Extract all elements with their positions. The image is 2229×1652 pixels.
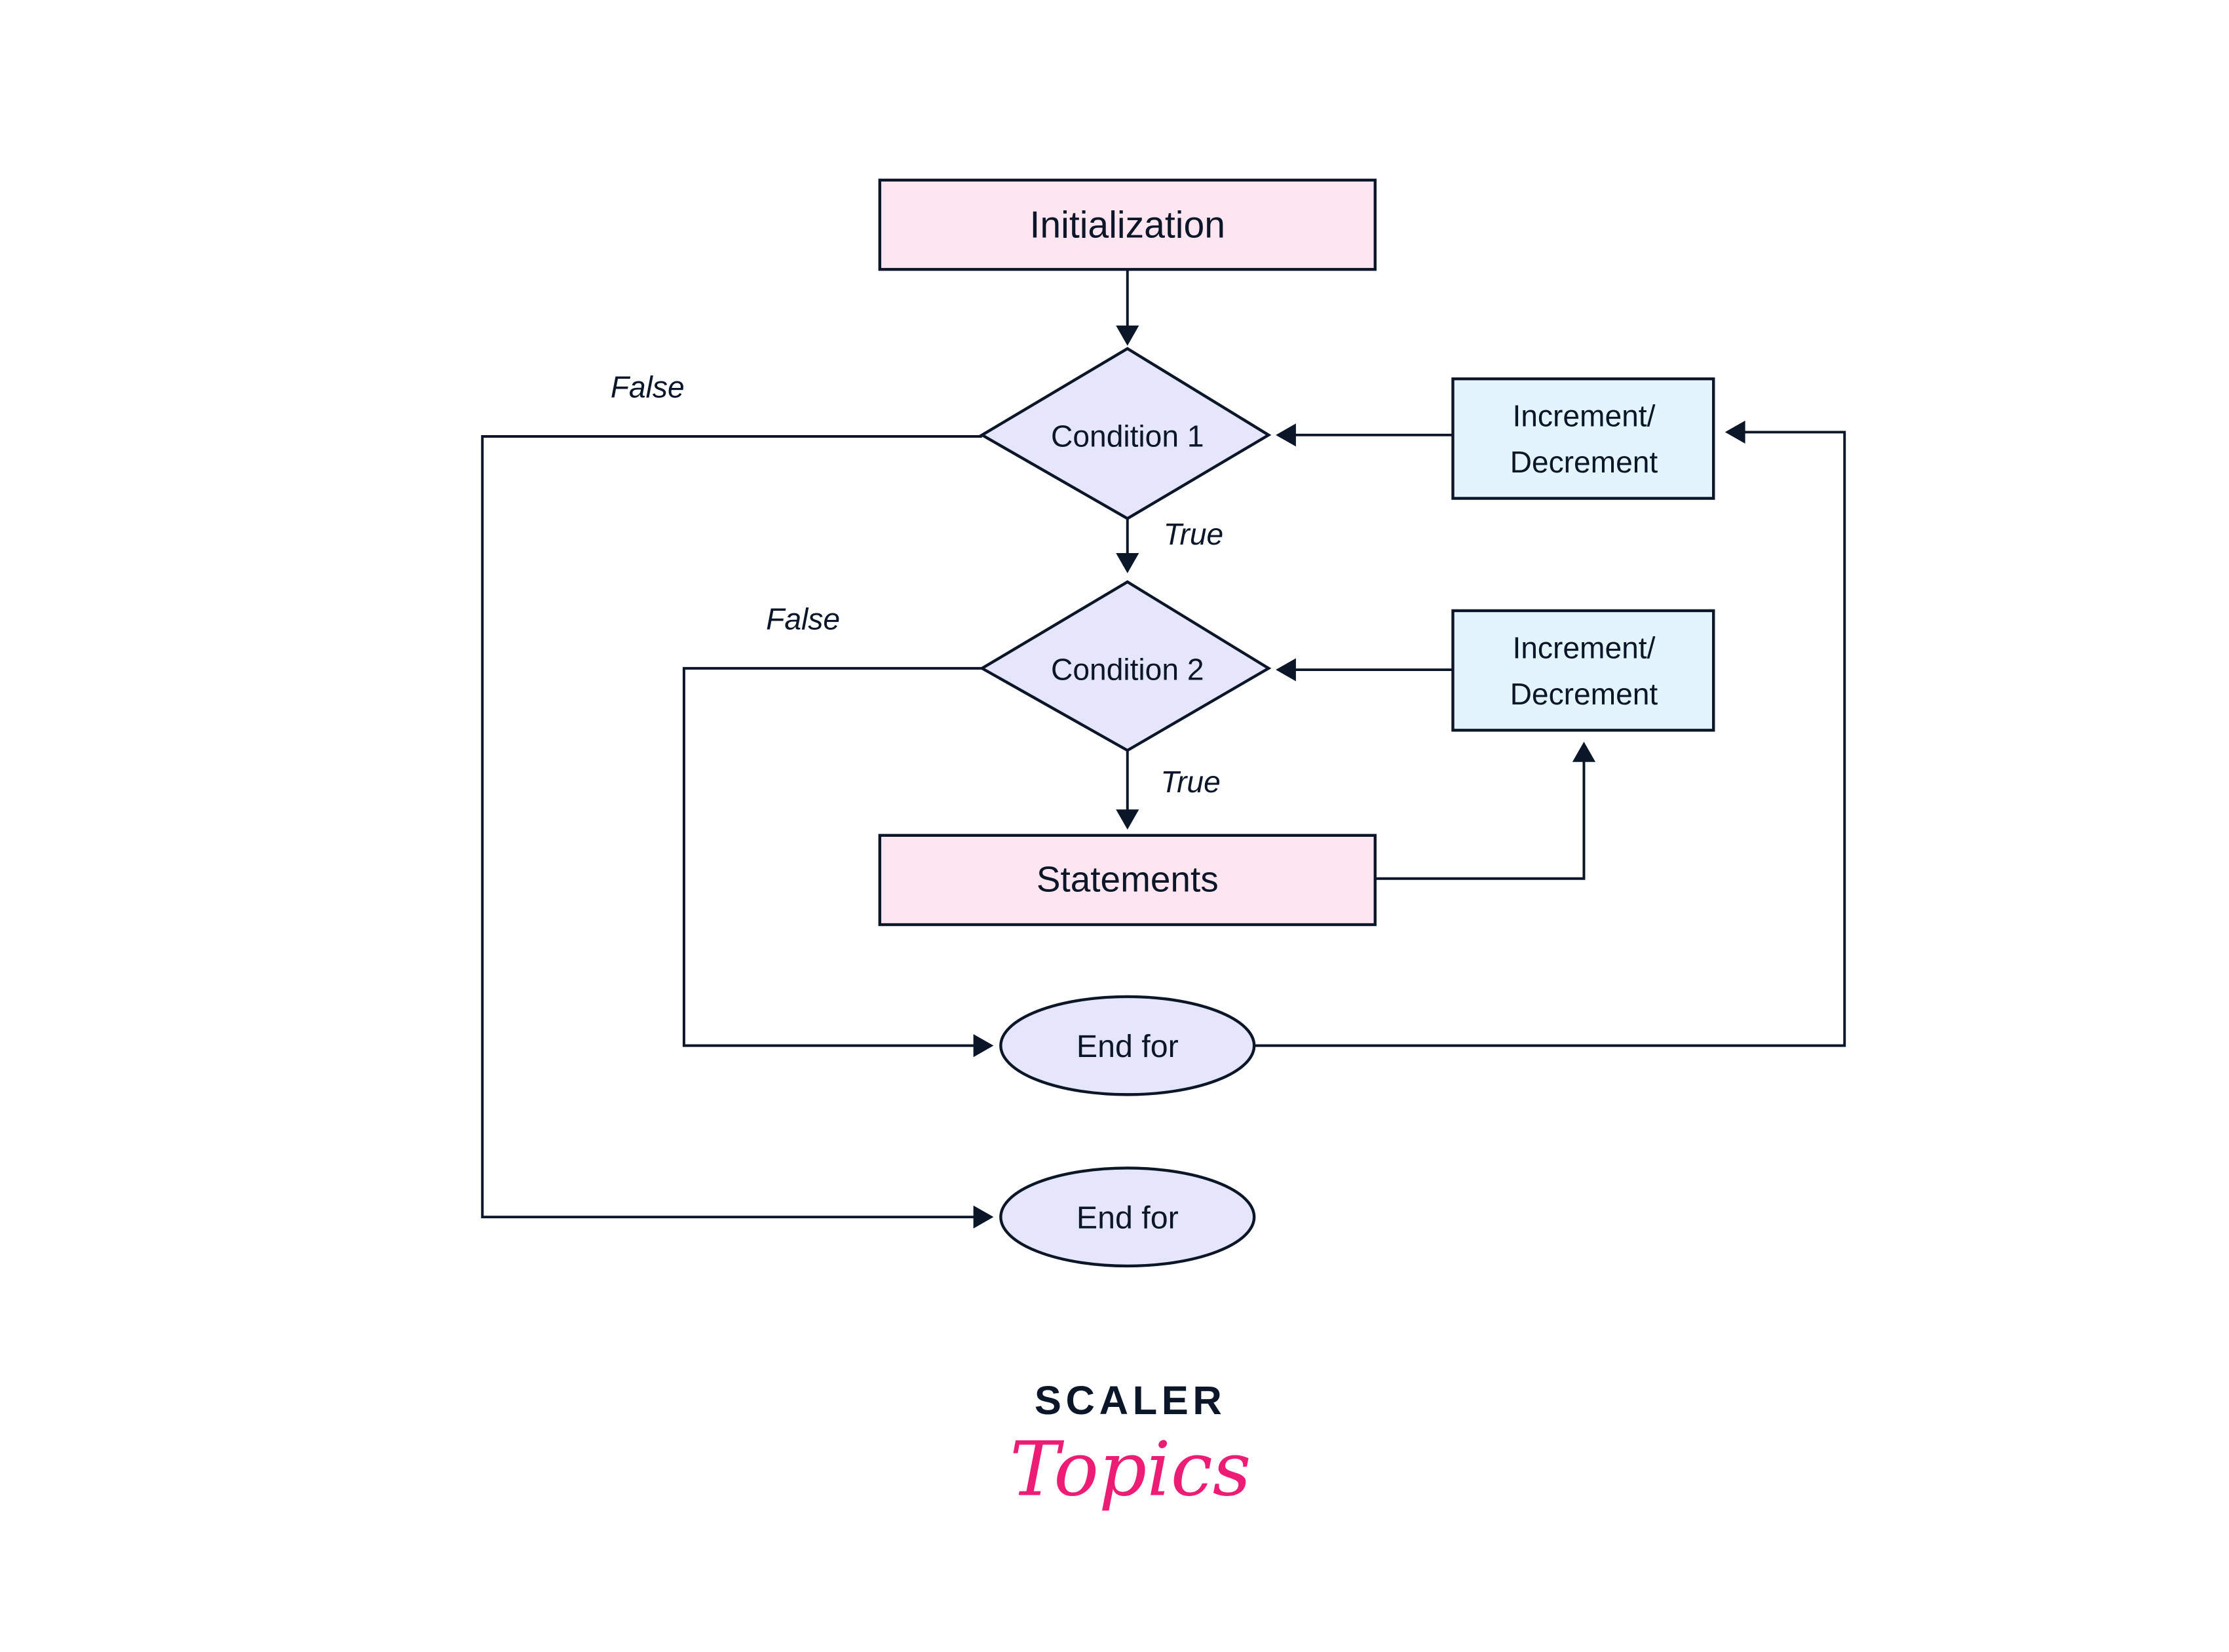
arrowhead [973, 1205, 994, 1229]
arrow-cond1-false [481, 435, 982, 1219]
false-label-2: False [766, 602, 840, 636]
arrow-cond2-false [682, 666, 982, 1047]
logo-topics-text: Topics [1010, 1425, 1251, 1512]
node-end-for-inner: End for [999, 995, 1256, 1096]
arrowhead [1276, 658, 1296, 682]
node-increment-1: Increment/ Decrement [1451, 377, 1715, 500]
arrowhead [1276, 423, 1296, 447]
arrowhead [1572, 741, 1596, 762]
arrowhead [1116, 325, 1139, 346]
condition-2-label: Condition 2 [1051, 652, 1204, 686]
node-statements: Statements [878, 834, 1377, 927]
statements-label: Statements [1037, 858, 1219, 899]
true-label-2: True [1160, 765, 1220, 799]
scaler-topics-logo: SCALER Topics [1010, 1378, 1251, 1512]
initialization-label: Initialization [1030, 204, 1225, 246]
increment-1-label: Increment/ [1512, 399, 1655, 433]
arrowhead [973, 1034, 994, 1058]
arrowhead [1724, 420, 1745, 444]
node-condition-2: Condition 2 [979, 580, 1272, 752]
node-end-for-outer: End for [999, 1166, 1256, 1268]
false-label-1: False [611, 370, 685, 404]
decrement-1-label: Decrement [1510, 445, 1658, 479]
end-for-outer-label: End for [1076, 1201, 1179, 1236]
decrement-2-label: Decrement [1510, 677, 1658, 711]
arrowhead [1116, 809, 1139, 830]
logo-scaler-text: SCALER [1035, 1378, 1226, 1423]
condition-1-label: Condition 1 [1051, 419, 1204, 453]
node-initialization: Initialization [878, 178, 1377, 271]
arrow-endfor-to-inc1 [1254, 431, 1846, 1047]
end-for-inner-label: End for [1076, 1029, 1179, 1064]
increment-2-label: Increment/ [1512, 630, 1655, 664]
node-increment-2: Increment/ Decrement [1451, 609, 1715, 732]
arrow-statements-to-inc2 [1375, 759, 1586, 880]
node-condition-1: Condition 1 [979, 347, 1272, 520]
true-label-1: True [1164, 517, 1223, 551]
connectors [481, 269, 1846, 1229]
arrowhead [1116, 553, 1139, 573]
